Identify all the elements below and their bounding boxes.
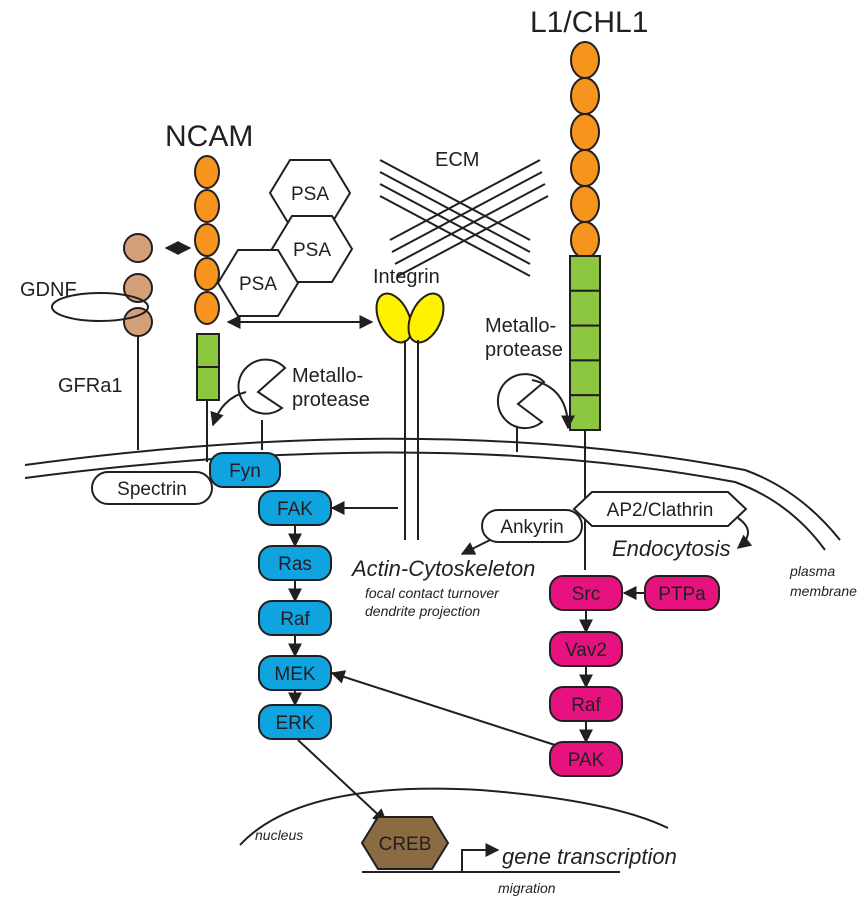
- ncam-ig-domain: [194, 223, 220, 257]
- node-erk: ERK: [258, 704, 332, 740]
- ncam-ig-domain: [194, 155, 220, 189]
- svg-text:PAK: PAK: [568, 750, 605, 771]
- l1-ig-domain: [570, 77, 600, 115]
- ncam-fn-domain: [196, 366, 220, 401]
- svg-text:Spectrin: Spectrin: [117, 479, 187, 500]
- node-raf-l1: Raf: [549, 686, 623, 722]
- transcription-start-arrow: [461, 843, 500, 872]
- svg-text:Ankyrin: Ankyrin: [500, 517, 563, 538]
- dendrite-projection-label: dendrite projection: [365, 603, 480, 619]
- ankyrin-node: Ankyrin: [481, 509, 583, 543]
- node-vav2-l1: Vav2: [549, 631, 623, 667]
- svg-text:Src: Src: [572, 584, 601, 605]
- l1-ig-domain: [570, 113, 600, 151]
- node-fyn: Fyn: [209, 452, 281, 488]
- svg-text:Ras: Ras: [278, 554, 312, 575]
- node-ptpa-l1: PTPa: [644, 575, 720, 611]
- erk-to-creb-arrow: [297, 739, 388, 823]
- l1-ig-domain: [570, 149, 600, 187]
- focal-contact-label: focal contact turnover: [365, 585, 500, 601]
- svg-text:PSA: PSA: [291, 184, 329, 205]
- integrin-receptor: [375, 292, 445, 540]
- metalloprotease-left: [210, 358, 287, 450]
- psa-hexagon-middle: PSA: [270, 215, 354, 283]
- svg-text:PSA: PSA: [239, 274, 277, 295]
- migration-label: migration: [498, 880, 556, 896]
- node-raf: Raf: [258, 600, 332, 636]
- ankyrin-to-actin-arrow: [460, 539, 491, 555]
- svg-text:ERK: ERK: [275, 713, 314, 734]
- gene-transcription-label: gene transcription: [502, 844, 677, 869]
- metalloprotease-left-label-2: protease: [292, 389, 370, 411]
- gdnf-label: GDNF: [20, 279, 77, 301]
- svg-text:Fyn: Fyn: [229, 461, 261, 482]
- l1-fn-domain: [569, 359, 601, 397]
- svg-text:FAK: FAK: [277, 499, 313, 520]
- l1-ig-domain: [570, 221, 600, 259]
- plasma-membrane-label-1: plasma: [789, 563, 835, 579]
- l1-fn-domain: [569, 394, 601, 432]
- ap2-clathrin-node: AP2/Clathrin: [572, 491, 748, 527]
- ecm-fibers: [379, 159, 549, 277]
- metalloprotease-right: [496, 373, 575, 452]
- ncam-ig-domains: [194, 155, 220, 325]
- l1-ig-domain: [570, 185, 600, 223]
- ncam-label: NCAM: [165, 120, 253, 153]
- ecm-label: ECM: [435, 149, 479, 171]
- creb-node: CREB: [360, 816, 450, 870]
- ncam-fn-domains: [196, 333, 220, 401]
- metalloprotease-right-label-1: Metallo-: [485, 315, 556, 337]
- svg-text:PTPa: PTPa: [658, 584, 706, 605]
- gfra1-label: GFRa1: [58, 375, 122, 397]
- svg-text:AP2/Clathrin: AP2/Clathrin: [607, 500, 714, 521]
- plasma-membrane: [24, 437, 841, 551]
- node-pak-l1: PAK: [549, 741, 623, 777]
- l1-fn-domain: [569, 289, 601, 327]
- svg-text:Raf: Raf: [280, 609, 310, 630]
- pak-to-mek-arrow: [330, 670, 556, 746]
- ncam-ig-domain: [194, 189, 220, 223]
- l1-chl1-label: L1/CHL1: [530, 6, 648, 39]
- svg-text:MEK: MEK: [274, 664, 316, 685]
- svg-text:Vav2: Vav2: [565, 640, 607, 661]
- svg-text:Raf: Raf: [571, 695, 601, 716]
- node-fak: FAK: [258, 490, 332, 526]
- metalloprotease-left-label-1: Metallo-: [292, 365, 363, 387]
- l1-fn-domain: [569, 255, 601, 292]
- endocytosis-label: Endocytosis: [612, 536, 731, 561]
- nuclear-envelope: [239, 787, 669, 846]
- l1-fn-domain: [569, 324, 601, 362]
- nucleus-label: nucleus: [255, 827, 303, 843]
- ncam-ig-domain: [194, 291, 220, 325]
- ncam-fn-domain: [196, 333, 220, 368]
- gdnf-ligand: [51, 292, 149, 322]
- svg-text:CREB: CREB: [379, 834, 432, 855]
- metalloprotease-right-label-2: protease: [485, 339, 563, 361]
- integrin-label: Integrin: [373, 266, 440, 288]
- svg-text:PSA: PSA: [293, 240, 331, 261]
- actin-cytoskeleton-label: Actin-Cytoskeleton: [350, 556, 535, 581]
- l1-ig-domain: [570, 41, 600, 79]
- l1-chl1-ig-domains: [570, 41, 600, 259]
- node-mek: MEK: [258, 655, 332, 691]
- node-src-l1: Src: [549, 575, 623, 611]
- spectrin-node: Spectrin: [91, 471, 213, 505]
- gfra1-receptor: [123, 233, 153, 450]
- node-ras: Ras: [258, 545, 332, 581]
- ncam-ig-domain: [194, 257, 220, 291]
- clathrin-to-endocytosis-arrow: [736, 517, 753, 549]
- l1-chl1-fn-domains: [569, 255, 601, 432]
- plasma-membrane-label-2: membrane: [790, 583, 857, 599]
